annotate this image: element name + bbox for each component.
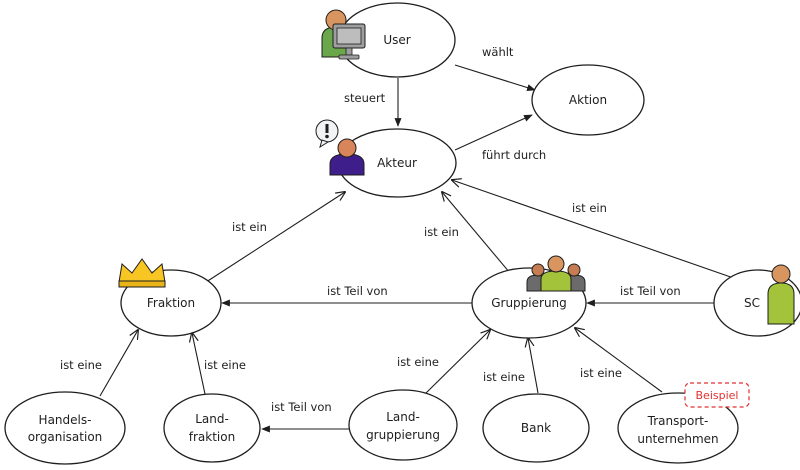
node-aktion-label: Aktion [569, 93, 607, 107]
node-landgruppierung: Land- gruppierung [348, 389, 458, 461]
person-exclamation-icon [315, 119, 365, 176]
label-fraktion-akteur: ist ein [232, 220, 267, 234]
node-transportunternehmen-label-line2: unternehmen [637, 432, 718, 446]
svg-text:gruppierung: gruppierung [366, 428, 440, 442]
label-landgruppierung-landfraktion: ist Teil von [271, 400, 332, 414]
svg-text:Handels-: Handels- [39, 413, 92, 427]
label-sc-akteur: ist ein [572, 201, 607, 215]
node-aktion: Aktion [531, 64, 645, 136]
label-user-akteur: steuert [344, 91, 386, 105]
node-handelsorganisation-label-line2: organisation [28, 430, 103, 444]
label-gruppierung-akteur: ist ein [424, 225, 459, 239]
label-bank-gruppierung: ist eine [483, 370, 525, 384]
beispiel-badge-label: Beispiel [696, 389, 739, 402]
node-bank-label: Bank [521, 421, 551, 435]
edge-handels-fraktion [99, 330, 138, 397]
svg-text:Land-: Land- [195, 412, 229, 426]
edge-labels: wählt steuert führt durch ist ein ist ei… [60, 45, 681, 414]
svg-text:Transport-: Transport- [647, 414, 709, 428]
edge-akteur-aktion [454, 114, 533, 151]
label-handels-fraktion: ist eine [60, 358, 102, 372]
crown-icon [118, 258, 166, 288]
node-landfraktion: Land- fraktion [163, 393, 261, 463]
beispiel-badge: Beispiel [684, 382, 750, 408]
label-landgruppierung-gruppierung: ist eine [397, 355, 439, 369]
node-transportunternehmen-label-line1: Transport- [647, 414, 709, 428]
node-fraktion-label: Fraktion [147, 296, 195, 310]
node-landgruppierung-label-line2: gruppierung [366, 428, 440, 442]
edge-gruppierung-akteur [442, 192, 511, 274]
label-gruppierung-fraktion: ist Teil von [327, 284, 388, 298]
group-icon [526, 255, 586, 292]
edge-sc-akteur [452, 180, 746, 283]
label-user-aktion: wählt [482, 45, 514, 59]
svg-text:organisation: organisation [28, 430, 103, 444]
edge-landgruppierung-gruppierung [424, 330, 490, 395]
svg-text:unternehmen: unternehmen [637, 432, 718, 446]
node-akteur: Akteur [337, 128, 457, 198]
node-sc-label: SC [744, 296, 760, 310]
node-landgruppierung-label-line1: Land- [386, 410, 420, 424]
edge-fraktion-akteur [199, 192, 345, 287]
node-landfraktion-label-line2: fraktion [189, 430, 235, 444]
person-icon [767, 264, 795, 325]
edges [99, 64, 746, 433]
edge-transport-gruppierung [575, 328, 663, 393]
node-landfraktion-label-line1: Land- [195, 412, 229, 426]
node-handelsorganisation-label-line1: Handels- [39, 413, 92, 427]
edge-user-aktion [454, 64, 536, 91]
label-landfraktion-fraktion: ist eine [204, 358, 246, 372]
label-transport-gruppierung: ist eine [580, 366, 622, 380]
label-sc-gruppierung: ist Teil von [620, 284, 681, 298]
person-at-computer-icon [321, 9, 366, 60]
edge-bank-gruppierung [528, 338, 539, 394]
svg-text:Land-: Land- [386, 410, 420, 424]
node-gruppierung-label: Gruppierung [491, 296, 567, 310]
label-akteur-aktion: führt durch [482, 148, 546, 162]
node-transportunternehmen: Transport- unternehmen [617, 392, 739, 464]
node-bank: Bank [482, 393, 590, 463]
svg-text:fraktion: fraktion [189, 430, 235, 444]
node-user-label: User [383, 33, 410, 47]
edge-landfraktion-fraktion [192, 333, 206, 395]
node-handelsorganisation: Handels- organisation [4, 391, 126, 465]
node-akteur-label: Akteur [377, 156, 417, 170]
